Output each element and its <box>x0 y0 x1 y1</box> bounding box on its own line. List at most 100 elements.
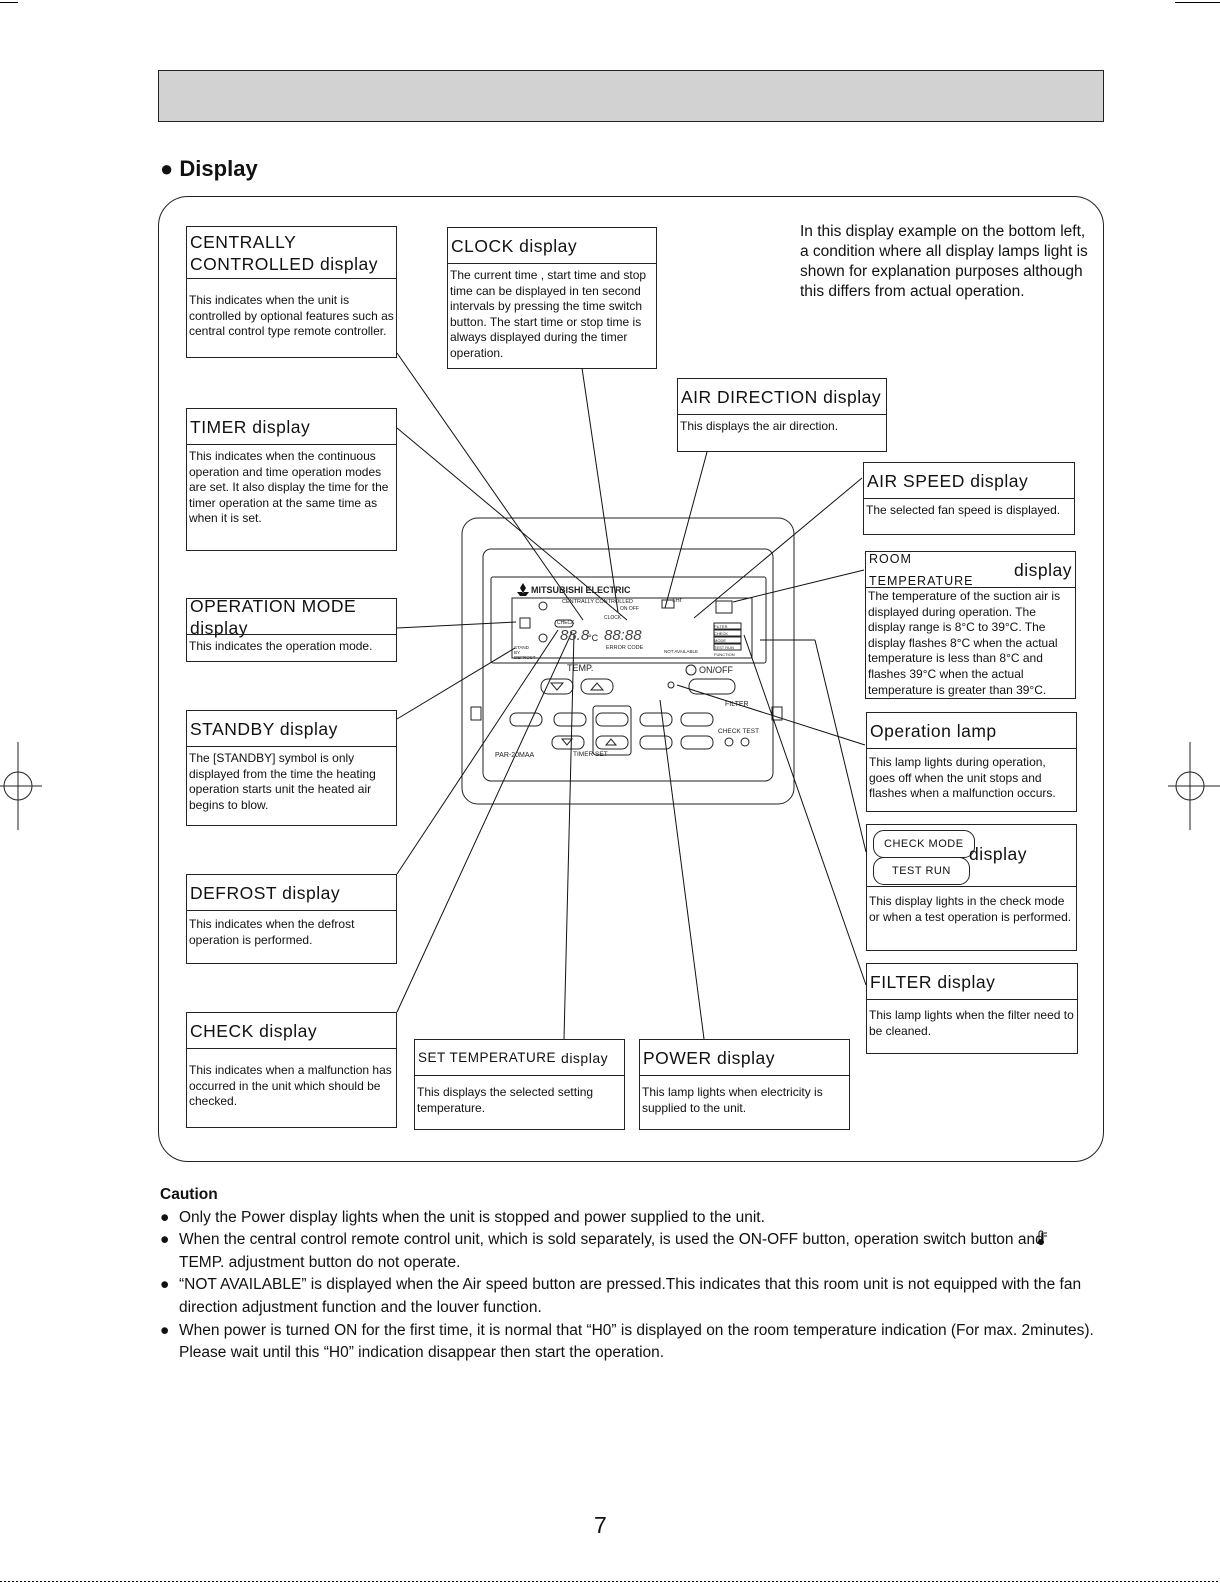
caution-item: ● Only the Power display lights when the … <box>160 1207 1100 1230</box>
callout-title-suffix: display <box>1014 559 1072 580</box>
lcd-room-temp-icon <box>715 600 733 614</box>
callout-body: This lamp lights when electricity is sup… <box>642 1085 823 1115</box>
side-clip-left <box>470 706 482 721</box>
callout-body: This displays the air direction. <box>680 419 839 433</box>
bullet: ● <box>160 1276 170 1294</box>
callout-air-speed: AIR SPEED display The selected fan speed… <box>863 462 1075 535</box>
timer-up-button <box>595 735 629 750</box>
page-number: 7 <box>594 1512 607 1538</box>
lcd-centrally-controlled: CENTRALLY CONTROLLED <box>562 599 634 605</box>
callout-body: This indicates when the defrost operatio… <box>189 917 355 947</box>
lcd-temp-unit: °C <box>588 633 599 643</box>
callout-body: This indicates when a malfunction has oc… <box>189 1063 392 1109</box>
callout-title: STANDBY display <box>187 711 396 747</box>
crop-mark <box>0 2 18 3</box>
callout-check: CHECK display This indicates when a malf… <box>186 1012 397 1128</box>
callout-air-direction: AIR DIRECTION display This displays the … <box>677 378 887 452</box>
on-off-icon <box>685 664 697 676</box>
callout-body: The selected fan speed is displayed. <box>866 503 1061 517</box>
callout-title-suffix: display <box>561 1049 609 1066</box>
mode-button <box>509 712 543 727</box>
test-run-tag-box: TEST RUN <box>873 857 970 885</box>
lcd-standby-defrost: STAND BY DEFROST <box>514 645 536 660</box>
on-off-button <box>688 678 736 695</box>
caution-item: ● “NOT AVAILABLE” is displayed when the A… <box>160 1274 1100 1319</box>
remote-filter-label: FILTER <box>725 701 749 708</box>
callout-title: AIR DIRECTION display <box>678 379 886 415</box>
callout-body: This lamp lights when the filter need to… <box>869 1008 1074 1038</box>
clock-button <box>595 712 629 727</box>
callout-check-mode: CHECK MODE TEST RUN display This display… <box>866 824 1077 951</box>
lcd-error-code: ERROR CODE <box>606 645 644 651</box>
callout-centrally-controlled: CENTRALLY CONTROLLED display This indica… <box>186 226 397 358</box>
lcd-indicator-check-mode <box>713 629 742 637</box>
callout-filter: FILTER display This lamp lights when the… <box>866 963 1078 1054</box>
lcd-check-box <box>554 619 574 628</box>
callout-title: FILTER display <box>867 964 1077 1000</box>
caution-section: Caution ●Only the Power display lights w… <box>160 1184 1100 1365</box>
remote-check-test-label: CHECK TEST <box>718 728 760 735</box>
indicator-label: TEST RUN <box>714 645 734 650</box>
callout-power: POWER display This lamp lights when elec… <box>639 1039 850 1130</box>
callout-standby: STANDBY display The [STANDBY] symbol is … <box>186 710 397 826</box>
timer-mode-button <box>553 712 587 727</box>
callout-set-temperature: SET TEMPERATURE display This displays th… <box>414 1039 625 1130</box>
temp-down-button <box>540 678 574 695</box>
callout-title: CENTRALLY CONTROLLED display <box>187 227 396 279</box>
intro-text: In this display example on the bottom le… <box>800 223 1088 300</box>
section-bullet: ● <box>160 156 174 181</box>
callout-body: This lamp lights during operation, goes … <box>869 755 1056 801</box>
lcd-heat-icon <box>538 601 548 611</box>
callout-body: This display lights in the check mode or… <box>869 894 1072 924</box>
timer-set-area <box>592 705 632 756</box>
callout-clock: CLOCK display The current time , start t… <box>447 227 657 369</box>
callout-title: AIR SPEED display <box>864 463 1074 499</box>
callout-timer: TIMER display This indicates when the co… <box>186 408 397 551</box>
crop-mark <box>1175 2 1220 3</box>
callout-title: TIMER display <box>187 409 396 445</box>
lcd-on-off: ON OFF <box>620 606 639 612</box>
remote-lcd-area <box>490 576 767 664</box>
lcd-indicator-function <box>713 643 742 651</box>
remote-timer-set-label: TIMER SET <box>573 751 608 758</box>
callout-body: The current time , start time and stop t… <box>450 268 647 360</box>
callout-operation-mode: OPERATION MODE display This indicates th… <box>186 596 397 662</box>
lcd-one-hr: 1Hr <box>672 598 682 604</box>
air-direction-button <box>680 712 714 727</box>
temp-up-arrow <box>589 682 605 691</box>
callout-body: This displays the selected setting tempe… <box>417 1085 594 1115</box>
callout-operation-lamp: Operation lamp This lamp lights during o… <box>866 712 1077 812</box>
callout-body: This indicates the operation mode. <box>189 639 373 653</box>
fan-speed-button <box>639 712 673 727</box>
lcd-check-label: CHECK <box>557 620 575 626</box>
callout-title: CHECK display <box>187 1013 396 1049</box>
mitsubishi-logo <box>517 583 529 596</box>
lcd-screen <box>511 597 753 659</box>
callout-body: This indicates when the unit is controll… <box>189 293 394 339</box>
callout-title: Operation lamp <box>867 713 1076 749</box>
test-button <box>740 737 750 747</box>
lcd-not-available: NOT AVAILABLE <box>664 649 699 654</box>
indicator-label: FUNCTION <box>714 652 735 657</box>
callout-title-row: ROOM TEMPERATURE display <box>866 552 1075 588</box>
bullet: ● <box>160 1208 170 1226</box>
timer-up-arrow <box>604 738 618 746</box>
remote-inner-frame <box>482 548 774 782</box>
leader-lines <box>396 352 867 1040</box>
lcd-temp-digits: 88.8 <box>560 627 590 644</box>
section-title-text: Display <box>179 156 258 181</box>
remote-brand: MITSUBISHI ELECTRIC <box>531 585 631 595</box>
callout-body: The temperature of the suction air is di… <box>868 589 1061 697</box>
lcd-clock-label: CLOCK <box>604 615 622 621</box>
callout-title-row: SET TEMPERATURE display <box>415 1040 624 1076</box>
timer-down-button <box>551 735 585 750</box>
caution-item-text: Only the Power display lights when the u… <box>179 1208 765 1226</box>
caution-item: ●When power is turned ON for the first t… <box>160 1320 1100 1365</box>
ventilation-button <box>680 735 714 750</box>
indicator-label: FILTER <box>714 624 728 629</box>
bullet: ● <box>160 1231 170 1249</box>
caution-item-text: “NOT AVAILABLE” is displayed when the Ai… <box>179 1276 1082 1316</box>
caution-item: ●When the central control remote control… <box>160 1229 1100 1274</box>
